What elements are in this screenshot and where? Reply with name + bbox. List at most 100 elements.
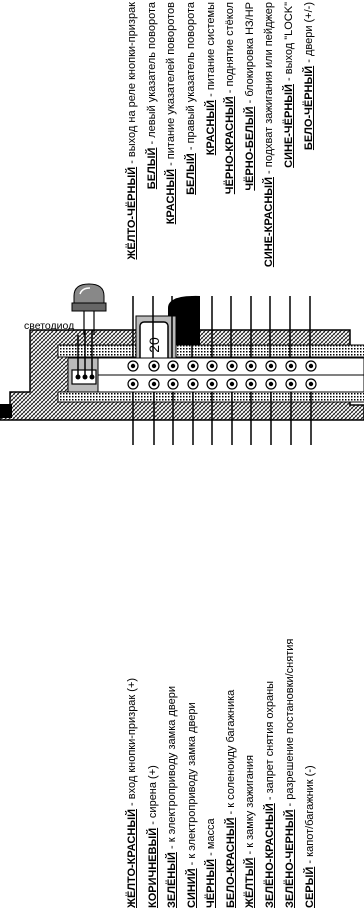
right-wire-label-text: СИНЕ-ЧЁРНЫЙ - выход "LOCK" — [283, 2, 295, 168]
right-wire-label: БЕЛО-ЧЁРНЫЙ - двери (+/-) — [303, 2, 315, 298]
connector-pin-center — [248, 381, 254, 387]
wire-description: - к электроприводу замка двери — [166, 686, 178, 853]
wire-description: - капот/багажник (-) — [304, 765, 316, 867]
right-wire-label: БЕЛЫЙ - левый указатель поворота — [146, 2, 158, 298]
wire-color: КОРИЧНЕВЫЙ — [147, 827, 159, 908]
wire-color: ЖЁЛТЫЙ — [244, 857, 256, 908]
wire-color: СИНИЙ — [186, 868, 198, 908]
right-wire-label: ЧЁРНО-БЕЛЫЙ - блокировка НЗ/НР — [244, 2, 256, 298]
connector-pin-center — [229, 381, 235, 387]
connector-pin-center — [288, 381, 294, 387]
left-wire-label: ЗЕЛЁНЫЙ - к электроприводу замка двери — [166, 686, 178, 908]
wire-description: - левый указатель поворота — [146, 2, 158, 148]
right-wire-label-text: БЕЛЫЙ - левый указатель поворота — [146, 2, 158, 189]
led-connector — [67, 357, 99, 393]
wire-color: ЗЕЛЁНО-КРАСНЫЙ — [264, 803, 276, 908]
led-label: светодиод — [24, 320, 75, 332]
wire-color: БЕЛО-КРАСНЫЙ — [225, 817, 237, 909]
wire-description: - к замку зажигания — [244, 754, 256, 858]
wire-color: ЗЕЛЁНО-ЧЕРНЫЙ — [284, 809, 296, 909]
right-wire-label: КРАСНЫЙ - питание системы — [205, 2, 217, 298]
connector-pin-center — [229, 363, 235, 369]
wire-description: - выход на реле кнопки-призрак — [126, 2, 138, 167]
right-wire-label-text: БЕЛО-ЧЁРНЫЙ - двери (+/-) — [303, 2, 315, 150]
connector-pin-center — [209, 363, 215, 369]
connector-pin-center — [268, 381, 274, 387]
wire-description: - подхват зажигания или пейджер — [263, 2, 275, 177]
wire-description: - блокировка НЗ/НР — [244, 2, 256, 107]
connector-pin-center — [308, 363, 314, 369]
wire-color: СЕРЫЙ — [304, 866, 316, 908]
led-icon — [71, 283, 107, 335]
connector-pin-center — [151, 363, 157, 369]
connector-count-badge: 20 — [140, 322, 168, 368]
wire-color: ЗЕЛЁНЫЙ — [166, 852, 178, 908]
connector-pin-center — [190, 363, 196, 369]
wire-color: БЕЛО-ЧЁРНЫЙ — [303, 65, 315, 151]
wire-color: БЕЛЫЙ — [185, 153, 197, 195]
wire-description: - поднятие стёкол — [224, 2, 236, 97]
wire-color: ЧЁРНО-БЕЛЫЙ — [244, 106, 256, 191]
right-wire-label: СИНЕ-КРАСНЫЙ - подхват зажигания или пей… — [263, 2, 275, 298]
connector-pin-center — [209, 381, 215, 387]
left-wire-label: СЕРЫЙ - капот/багажник (-) — [304, 765, 316, 908]
left-wire-label: ЖЁЛТО-КРАСНЫЙ - вход кнопки-призрак (+) — [126, 678, 138, 908]
connector-pin-center — [170, 363, 176, 369]
wire-description: - двери (+/-) — [303, 2, 315, 66]
connector-pin-center — [151, 381, 157, 387]
wire-description: - к соленоиду багажника — [225, 689, 237, 818]
led-wires — [77, 330, 93, 377]
right-wire-label-text: СИНЕ-КРАСНЫЙ - подхват зажигания или пей… — [263, 2, 275, 267]
connector-pin-center — [130, 381, 136, 387]
right-wire-label-text: ЧЁРНО-КРАСНЫЙ - поднятие стёкол — [224, 2, 236, 194]
wire-color: ЧЁРНО-КРАСНЫЙ — [224, 96, 236, 195]
wire-color: КРАСНЫЙ — [165, 168, 177, 225]
wire-color: СИНЕ-КРАСНЫЙ — [263, 177, 275, 268]
right-wire-label: СИНЕ-ЧЁРНЫЙ - выход "LOCK" — [283, 2, 295, 298]
left-wire-label: ЧЁРНЫЙ - масса — [205, 818, 217, 908]
wire-description: - питание системы — [205, 2, 217, 100]
left-wire-label: ЗЕЛЁНО-ЧЕРНЫЙ - разрешение постановки/сн… — [284, 639, 296, 908]
connector-pin-center — [190, 381, 196, 387]
left-wire-label: ЗЕЛЁНО-КРАСНЫЙ - запрет снятия охраны — [264, 681, 276, 908]
wire-description: - запрет снятия охраны — [264, 680, 276, 804]
connector-pin-center — [268, 363, 274, 369]
right-wire-label-text: ЧЁРНО-БЕЛЫЙ - блокировка НЗ/НР — [244, 2, 256, 191]
wire-description: - сирена (+) — [147, 765, 159, 828]
pin-block — [97, 357, 364, 393]
right-wire-label-text: ЖЁЛТО-ЧЁРНЫЙ - выход на реле кнопки-приз… — [126, 2, 138, 260]
wire-description: - правый указатель поворота — [185, 2, 197, 154]
wire-color: КРАСНЫЙ — [205, 99, 217, 156]
wire-description: - масса — [205, 818, 217, 859]
wire-color: БЕЛЫЙ — [146, 147, 158, 190]
connector-pin-center — [308, 381, 314, 387]
right-wire-label-text: КРАСНЫЙ - питание указателей поворотов — [165, 2, 177, 224]
left-wire-label: СИНИЙ - к электроприводу замка двери — [186, 702, 198, 908]
wire-color: СИНЕ-ЧЁРНЫЙ — [283, 84, 295, 168]
connector-pin-center — [170, 381, 176, 387]
left-wire-lines — [132, 392, 312, 445]
wire-description: - вход кнопки-призрак (+) — [126, 677, 138, 809]
wire-color: ЖЁЛТО-ЧЁРНЫЙ — [126, 166, 138, 260]
right-wire-label-text: БЕЛЫЙ - правый указатель поворота — [185, 2, 197, 195]
right-wire-label-text: КРАСНЫЙ - питание системы — [205, 2, 217, 155]
right-wire-lines — [132, 296, 311, 358]
wire-description: - выход "LOCK" — [283, 2, 295, 85]
left-wire-label: КОРИЧНЕВЫЙ - сирена (+) — [147, 765, 159, 908]
connector-pin-center — [130, 363, 136, 369]
wire-description: - питание указателей поворотов — [165, 2, 177, 169]
right-wire-label: ЧЁРНО-КРАСНЫЙ - поднятие стёкол — [224, 2, 236, 298]
right-wire-label: КРАСНЫЙ - питание указателей поворотов — [165, 2, 177, 298]
right-wire-label: БЕЛЫЙ - правый указатель поворота — [185, 2, 197, 298]
left-wire-label: БЕЛО-КРАСНЫЙ - к соленоиду багажника — [225, 690, 237, 908]
left-wire-label: ЖЁЛТЫЙ - к замку зажигания — [244, 755, 256, 908]
wire-description: - разрешение постановки/снятия — [284, 638, 296, 810]
connector-pin-center — [248, 363, 254, 369]
wire-color: ЖЁЛТО-КРАСНЫЙ — [126, 809, 138, 908]
wire-description: - к электроприводу замка двери — [186, 702, 198, 869]
right-wire-label: ЖЁЛТО-ЧЁРНЫЙ - выход на реле кнопки-приз… — [126, 2, 138, 298]
wire-color: ЧЁРНЫЙ — [205, 858, 217, 908]
connector-count: 20 — [145, 337, 162, 353]
connector-pin-center — [288, 363, 294, 369]
